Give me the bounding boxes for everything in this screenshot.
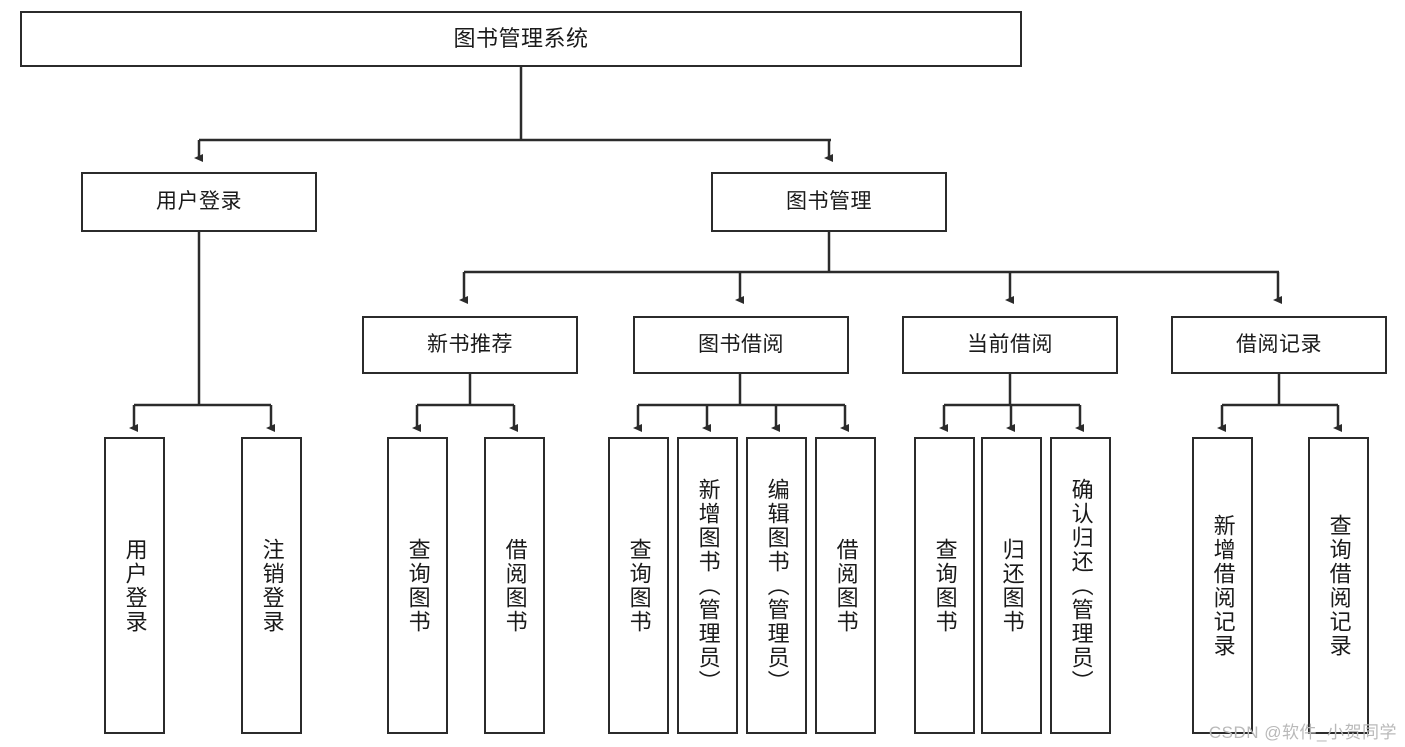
- node-label: 图书借阅: [698, 333, 784, 357]
- node-book-management[interactable]: 图书管理: [711, 172, 947, 232]
- node-label: 确认归还（管理员）: [1068, 477, 1094, 694]
- node-label: 借阅记录: [1236, 333, 1322, 357]
- node-label: 用户登录: [156, 190, 242, 214]
- node-label: 用户登录: [122, 537, 148, 634]
- node-label: 查询图书: [405, 537, 431, 634]
- node-label: 图书管理系统: [453, 25, 589, 51]
- leaf-user-login[interactable]: 用户登录: [104, 437, 165, 734]
- node-label: 编辑图书（管理员）: [764, 477, 790, 694]
- node-borrow-record[interactable]: 借阅记录: [1171, 316, 1387, 374]
- node-label: 图书管理: [786, 190, 872, 214]
- node-new-book-recommendation[interactable]: 新书推荐: [362, 316, 578, 374]
- leaf-return-book[interactable]: 归还图书: [981, 437, 1042, 734]
- leaf-add-borrow-record[interactable]: 新增借阅记录: [1192, 437, 1253, 734]
- node-label: 查询图书: [932, 537, 958, 634]
- node-book-borrow[interactable]: 图书借阅: [633, 316, 849, 374]
- node-label: 归还图书: [999, 537, 1025, 634]
- node-root-system[interactable]: 图书管理系统: [20, 11, 1022, 67]
- leaf-edit-book-admin[interactable]: 编辑图书（管理员）: [746, 437, 807, 734]
- node-label: 注销登录: [259, 537, 285, 634]
- leaf-borrow-book[interactable]: 借阅图书: [815, 437, 876, 734]
- node-label: 新增借阅记录: [1210, 513, 1236, 658]
- node-label: 新书推荐: [427, 333, 513, 357]
- watermark: CSDN @软件_小贺同学: [1208, 723, 1397, 742]
- leaf-confirm-return-admin[interactable]: 确认归还（管理员）: [1050, 437, 1111, 734]
- leaf-logout[interactable]: 注销登录: [241, 437, 302, 734]
- node-current-borrow[interactable]: 当前借阅: [902, 316, 1118, 374]
- leaf-add-book-admin[interactable]: 新增图书（管理员）: [677, 437, 738, 734]
- node-label: 新增图书（管理员）: [695, 477, 721, 694]
- node-label: 借阅图书: [502, 537, 528, 634]
- leaf-query-borrow-record[interactable]: 查询借阅记录: [1308, 437, 1369, 734]
- leaf-query-book-borrow[interactable]: 查询图书: [608, 437, 669, 734]
- node-user-login[interactable]: 用户登录: [81, 172, 317, 232]
- node-label: 借阅图书: [833, 537, 859, 634]
- leaf-query-book-current[interactable]: 查询图书: [914, 437, 975, 734]
- leaf-query-book-rec[interactable]: 查询图书: [387, 437, 448, 734]
- node-label: 查询图书: [626, 537, 652, 634]
- leaf-borrow-book-rec[interactable]: 借阅图书: [484, 437, 545, 734]
- node-label: 当前借阅: [967, 333, 1053, 357]
- node-label: 查询借阅记录: [1326, 513, 1352, 658]
